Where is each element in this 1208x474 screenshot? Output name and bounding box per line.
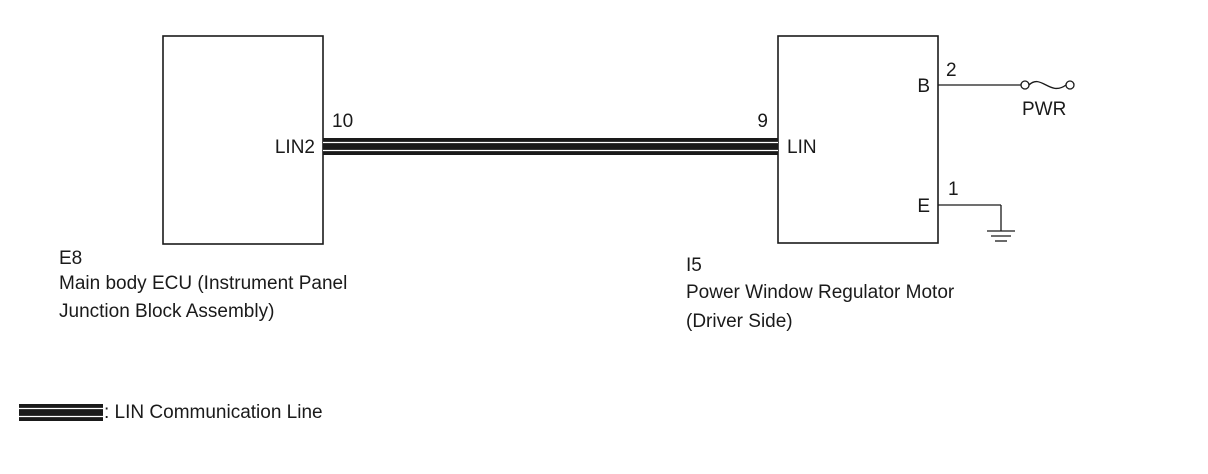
motor-name-line1: Power Window Regulator Motor (686, 282, 955, 303)
motor-code: I5 (686, 255, 702, 276)
ground-icon (987, 230, 1015, 242)
motor-lin-terminal-label: LIN (787, 137, 817, 158)
ecu-name-line2: Junction Block Assembly) (59, 301, 275, 322)
ground-wire (938, 204, 1015, 242)
motor-lin-pin-number: 9 (757, 111, 768, 132)
motor-e-pin-number: 1 (948, 179, 959, 200)
power-fuse-wire (938, 80, 1075, 90)
motor-b-terminal-label: B (917, 76, 930, 97)
fuse-terminal-left (1020, 80, 1030, 90)
legend-swatch (19, 404, 103, 421)
ecu-name-line1: Main body ECU (Instrument Panel (59, 273, 348, 294)
motor-e-terminal-label: E (917, 196, 930, 217)
fuse-icon (1028, 80, 1067, 90)
motor-b-pin-number: 2 (946, 60, 957, 81)
lin-communication-line (323, 138, 778, 155)
legend-text: : LIN Communication Line (104, 402, 323, 423)
fuse-terminal-right (1065, 80, 1075, 90)
power-label: PWR (1022, 99, 1067, 120)
motor-name-line2: (Driver Side) (686, 311, 793, 332)
ecu-terminal-label: LIN2 (274, 137, 315, 158)
ecu-pin-number: 10 (332, 111, 354, 132)
ecu-code: E8 (59, 248, 83, 269)
